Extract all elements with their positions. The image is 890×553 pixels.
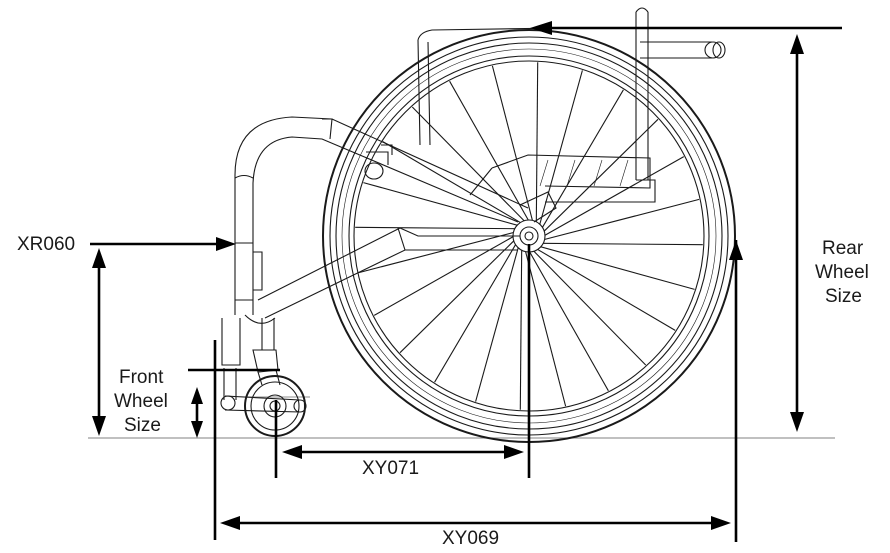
label-xr060: XR060	[17, 234, 75, 255]
spoke	[535, 247, 676, 331]
spoke	[542, 118, 659, 234]
spoke	[542, 198, 700, 241]
side-frame	[221, 116, 557, 400]
xr060-height-dimension	[92, 248, 106, 436]
rear-wheel-size-dimension	[790, 34, 804, 432]
spoke	[399, 238, 516, 354]
spoke	[475, 245, 520, 402]
spoke	[519, 247, 523, 410]
spoke	[449, 80, 530, 223]
label-xy069: XY069	[442, 528, 499, 548]
spoke	[434, 242, 518, 383]
front-wheel-label-line-3: Size	[124, 415, 161, 436]
spoke	[411, 106, 527, 223]
spoke	[491, 65, 534, 223]
spoke	[524, 249, 567, 407]
xr060-reference	[90, 237, 236, 251]
spoke	[355, 226, 518, 230]
spoke	[358, 231, 516, 274]
label-xy071: XY071	[362, 458, 419, 479]
spoke	[538, 245, 695, 290]
front-wheel-size-dimension	[191, 387, 203, 438]
spoke	[531, 249, 647, 366]
seat-sling	[469, 154, 651, 196]
back-post	[545, 7, 726, 203]
xy069-dimension	[220, 516, 731, 530]
spoke	[540, 242, 703, 246]
spoke	[373, 235, 516, 316]
rear-wheel-label-line-1: Rear	[822, 238, 864, 259]
label-front-wheel-size: Front Wheel Size	[114, 367, 168, 436]
spoke	[540, 89, 624, 230]
rear-wheel-top-reference	[530, 21, 842, 35]
spoke	[538, 70, 583, 227]
rear-wheel-label-line-2: Wheel	[815, 262, 869, 283]
spoke	[382, 141, 523, 225]
seat-back	[417, 27, 561, 146]
frame-clamp	[364, 144, 393, 180]
label-rear-wheel-size: Rear Wheel Size	[815, 238, 869, 307]
spoke	[528, 249, 609, 392]
rear-wheel-label-line-3: Size	[825, 286, 862, 307]
wheelchair-side-view-icon	[220, 7, 736, 443]
rear-wheel-extension-arrow	[729, 240, 743, 260]
front-wheel-label-line-1: Front	[119, 367, 164, 388]
xy071-dimension	[282, 445, 524, 459]
rear-wheel-spokes	[355, 62, 703, 410]
spoke	[535, 62, 539, 225]
spoke	[542, 156, 685, 237]
front-caster	[220, 349, 310, 437]
front-wheel-label-line-2: Wheel	[114, 391, 168, 412]
spoke	[363, 182, 520, 227]
